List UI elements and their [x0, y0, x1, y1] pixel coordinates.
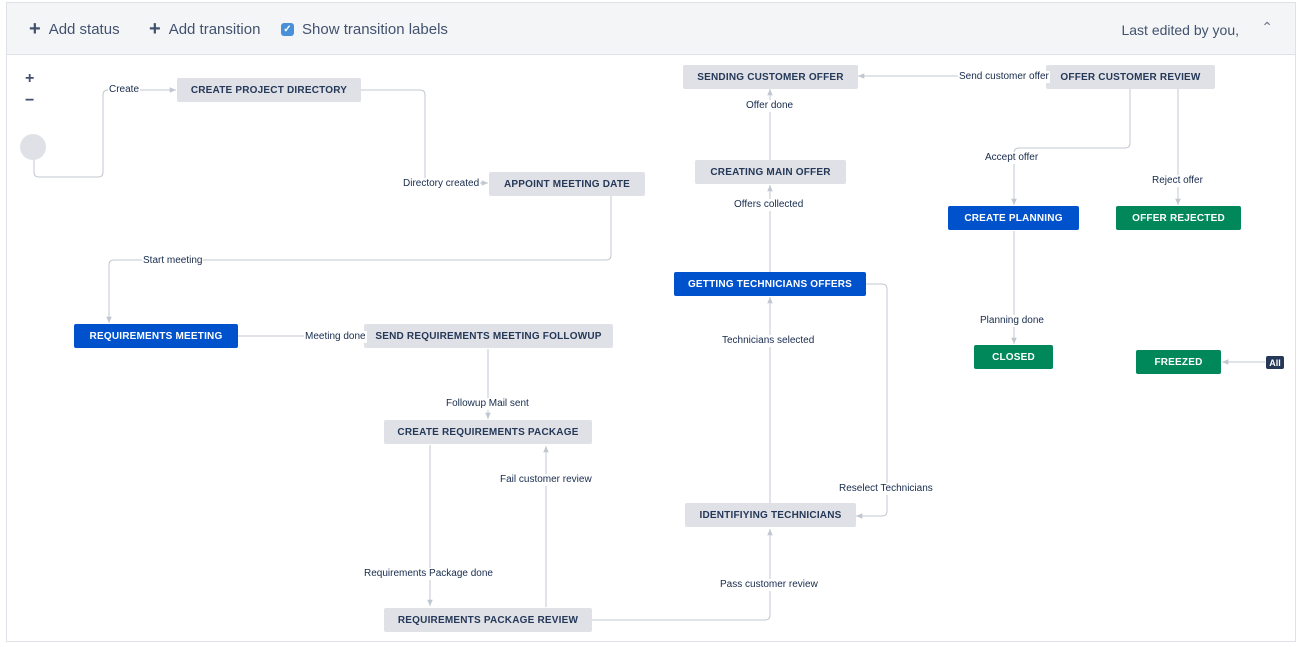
transition-label-pass-customer-review[interactable]: Pass customer review: [719, 579, 819, 591]
transition-label-fail-customer-review[interactable]: Fail customer review: [499, 474, 593, 486]
status-requirements-meeting[interactable]: REQUIREMENTS MEETING: [74, 324, 238, 348]
status-creating-main-offer[interactable]: CREATING MAIN OFFER: [695, 160, 846, 184]
zoom-out-button[interactable]: −: [25, 92, 35, 109]
transition-label-directory-created[interactable]: Directory created: [402, 178, 481, 190]
edge-create: [33, 87, 176, 178]
edge-start-meeting: [106, 196, 612, 323]
status-create-requirements-package[interactable]: CREATE REQUIREMENTS PACKAGE: [384, 420, 592, 444]
status-sending-customer-offer[interactable]: SENDING CUSTOMER OFFER: [683, 65, 858, 89]
start-node[interactable]: [20, 134, 46, 160]
edge-directory-created: [361, 89, 488, 186]
checkbox-checked-icon[interactable]: ✓: [281, 22, 294, 36]
transition-label-reject-offer[interactable]: Reject offer: [1151, 175, 1204, 187]
show-transition-labels-checkbox[interactable]: ✓ Show transition labels: [281, 19, 448, 39]
status-freezed[interactable]: FREEZED: [1136, 350, 1221, 374]
status-identifiying-technicians[interactable]: IDENTIFIYING TECHNICIANS: [685, 503, 856, 527]
workflow-designer: + Add status + Add transition ✓ Show tra…: [6, 2, 1296, 642]
transition-label-reselect-technicians[interactable]: Reselect Technicians: [838, 483, 934, 495]
edge-reselect-technicians: [856, 283, 888, 519]
status-create-planning[interactable]: CREATE PLANNING: [948, 206, 1079, 230]
add-status-button[interactable]: + Add status: [29, 19, 120, 39]
add-transition-label: Add transition: [168, 20, 261, 38]
status-getting-technicians-offers[interactable]: GETTING TECHNICIANS OFFERS: [674, 272, 866, 296]
transition-label-accept-offer[interactable]: Accept offer: [984, 152, 1040, 164]
plus-icon: +: [29, 18, 41, 40]
edge-accept-offer: [1011, 89, 1131, 205]
status-offer-customer-review[interactable]: OFFER CUSTOMER REVIEW: [1046, 65, 1215, 89]
toolbar: + Add status + Add transition ✓ Show tra…: [7, 3, 1295, 55]
show-transition-labels-label: Show transition labels: [302, 20, 448, 38]
transition-label-start-meeting[interactable]: Start meeting: [142, 255, 204, 267]
status-create-project-directory[interactable]: CREATE PROJECT DIRECTORY: [177, 78, 361, 102]
status-appoint-meeting-date[interactable]: APPOINT MEETING DATE: [489, 172, 645, 196]
last-edited-text: Last edited by you,: [1121, 22, 1239, 38]
collapse-chevron-up-icon[interactable]: ⌃: [1261, 19, 1273, 35]
status-send-requirements-meeting-followup[interactable]: SEND REQUIREMENTS MEETING FOLLOWUP: [364, 324, 613, 348]
transition-label-requirements-package-done[interactable]: Requirements Package done: [363, 568, 494, 580]
all-transition-badge[interactable]: All: [1266, 356, 1284, 369]
transition-label-followup-mail-sent[interactable]: Followup Mail sent: [445, 398, 530, 410]
transition-label-offer-done[interactable]: Offer done: [745, 100, 795, 112]
plus-icon: +: [149, 18, 161, 40]
edge-pass-customer-review: [592, 529, 773, 621]
transition-label-send-customer-offer[interactable]: Send customer offer: [958, 71, 1050, 83]
add-transition-button[interactable]: + Add transition: [149, 19, 260, 39]
transition-label-create[interactable]: Create: [108, 84, 141, 96]
add-status-label: Add status: [48, 20, 120, 38]
status-offer-rejected[interactable]: OFFER REJECTED: [1116, 206, 1241, 230]
transition-label-offers-collected[interactable]: Offers collected: [733, 199, 805, 211]
status-closed[interactable]: CLOSED: [974, 345, 1053, 369]
transition-label-technicians-selected[interactable]: Technicians selected: [721, 335, 816, 347]
transition-label-planning-done[interactable]: Planning done: [979, 315, 1045, 327]
status-requirements-package-review[interactable]: REQUIREMENTS PACKAGE REVIEW: [384, 608, 592, 632]
transition-label-meeting-done[interactable]: Meeting done: [304, 331, 367, 343]
zoom-in-button[interactable]: +: [25, 70, 35, 87]
